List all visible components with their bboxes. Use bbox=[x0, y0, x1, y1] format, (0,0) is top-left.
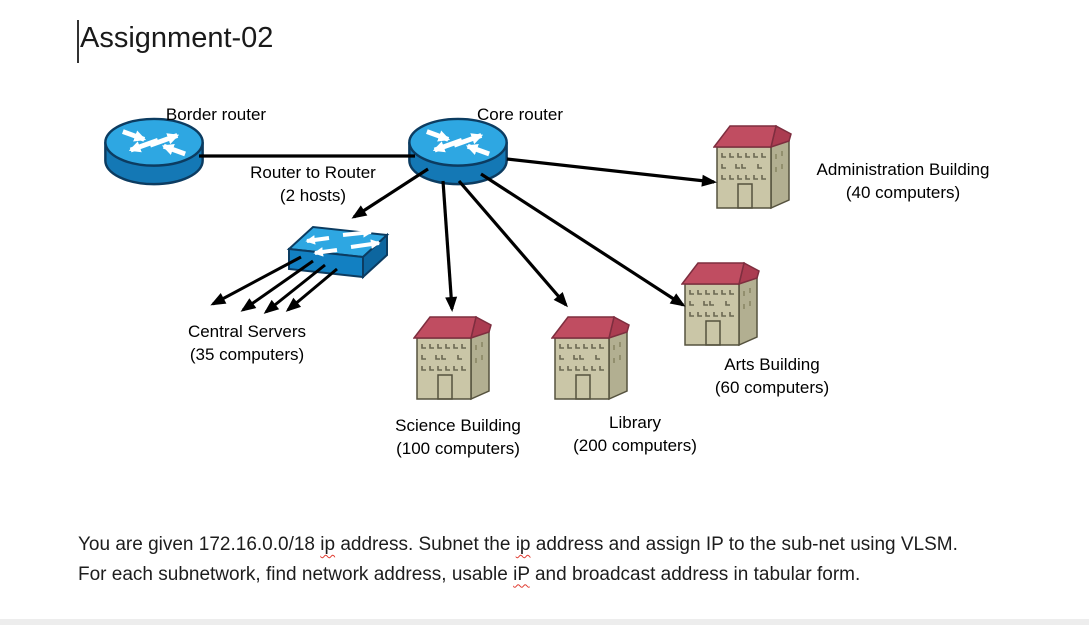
admin-building-name: Administration Building bbox=[816, 160, 990, 179]
science-building-name: Science Building bbox=[395, 416, 521, 435]
arts-building-label[interactable]: Arts Building (60 computers) bbox=[715, 353, 829, 399]
border-router-label[interactable]: Border router bbox=[165, 105, 267, 124]
assignment-line-1[interactable]: You are given 172.16.0.0/18 ip address. … bbox=[78, 530, 1028, 560]
misspelled-word: ip bbox=[515, 534, 531, 555]
assignment-line-2[interactable]: For each subnetwork, find network addres… bbox=[78, 560, 1028, 590]
router-link-label[interactable]: Router to Router (2 hosts) bbox=[250, 161, 376, 207]
admin-building-icon[interactable] bbox=[713, 125, 792, 209]
arts-building-icon[interactable] bbox=[681, 262, 760, 346]
link-core-switch bbox=[351, 167, 429, 219]
arts-building-name: Arts Building bbox=[724, 355, 820, 374]
router-link-label-capacity: (2 hosts) bbox=[279, 186, 347, 205]
science-building-label[interactable]: Science Building (100 computers) bbox=[395, 414, 521, 460]
connector-lines bbox=[199, 154, 717, 314]
link-core-science bbox=[441, 180, 458, 312]
window-bottom-edge bbox=[0, 619, 1089, 625]
switch-icon[interactable] bbox=[289, 227, 387, 277]
router-link-label-name: Router to Router bbox=[250, 163, 376, 182]
library-building-icon[interactable] bbox=[551, 316, 630, 400]
link-core-library bbox=[457, 179, 568, 308]
text-segment: and broadcast address in tabular form. bbox=[529, 563, 861, 585]
assignment-text[interactable]: You are given 172.16.0.0/18 ip address. … bbox=[78, 530, 1028, 589]
text-segment: address and assign IP to the sub-net usi… bbox=[530, 534, 958, 555]
arts-building-capacity: (60 computers) bbox=[714, 378, 830, 397]
misspelled-word: ip bbox=[320, 534, 336, 555]
page-title[interactable]: Assignment-02 bbox=[80, 22, 274, 54]
science-building-icon[interactable] bbox=[413, 316, 492, 400]
admin-building-capacity: (40 computers) bbox=[845, 183, 961, 202]
misspelled-word: iP bbox=[513, 563, 530, 585]
library-label[interactable]: Library (200 computers) bbox=[573, 411, 697, 457]
border-router-icon[interactable] bbox=[105, 119, 202, 184]
links-switch-servers bbox=[210, 255, 338, 314]
central-servers-capacity: (35 computers) bbox=[189, 345, 305, 364]
text-cursor bbox=[77, 20, 79, 63]
core-router-label[interactable]: Core router bbox=[477, 105, 563, 124]
text-segment: For each subnetwork, find network addres… bbox=[78, 563, 514, 585]
text-segment: address. Subnet the bbox=[335, 534, 516, 555]
central-servers-name: Central Servers bbox=[187, 322, 307, 341]
text-segment: You are given 172.16.0.0/18 bbox=[78, 534, 321, 555]
central-servers-label[interactable]: Central Servers (35 computers) bbox=[188, 320, 306, 366]
link-core-admin bbox=[506, 157, 717, 187]
link-core-arts bbox=[480, 172, 686, 307]
admin-building-label[interactable]: Administration Building (40 computers) bbox=[817, 158, 990, 204]
core-router-icon[interactable] bbox=[409, 119, 506, 184]
science-building-capacity: (100 computers) bbox=[396, 439, 520, 458]
library-capacity: (200 computers) bbox=[573, 436, 697, 455]
library-name: Library bbox=[609, 413, 661, 432]
